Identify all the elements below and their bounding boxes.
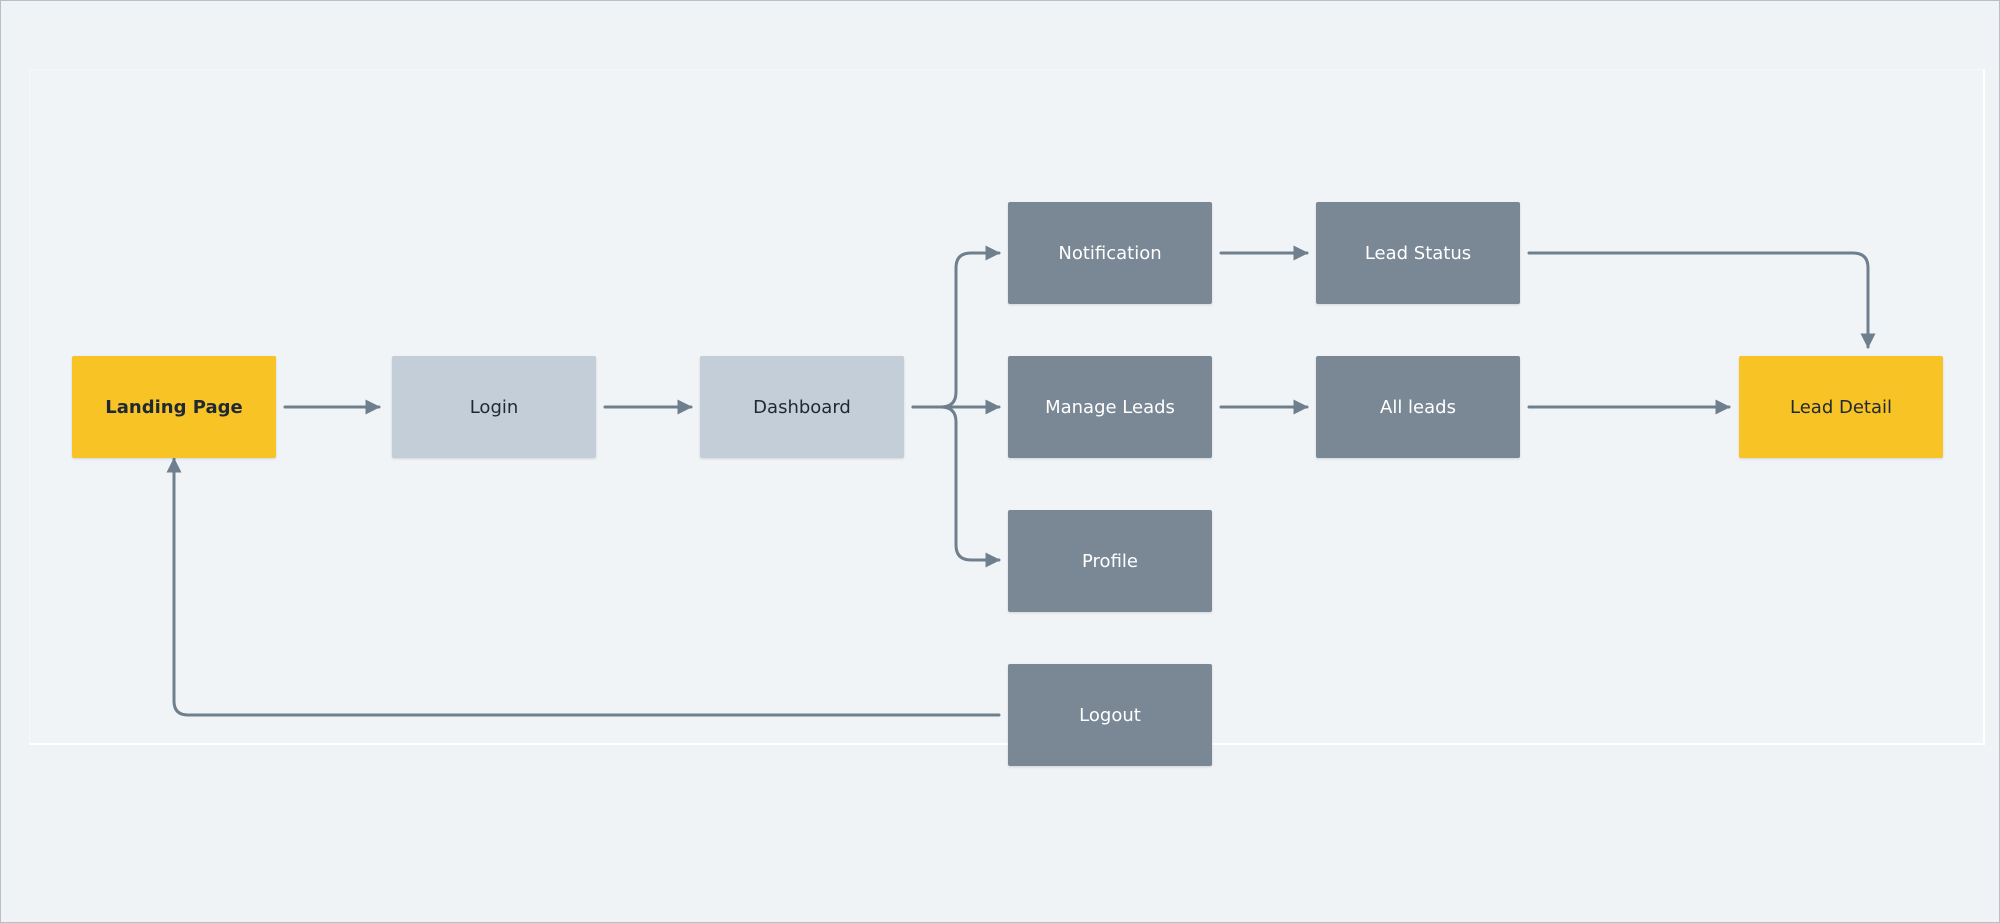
node-login-label: Login (469, 396, 519, 418)
node-landing-page-label: Landing Page (105, 396, 243, 418)
node-profile[interactable]: Profile (1008, 510, 1212, 612)
node-all-leads[interactable]: All leads (1316, 356, 1520, 458)
node-login[interactable]: Login (392, 356, 596, 458)
node-lead-detail[interactable]: Lead Detail (1739, 356, 1943, 458)
node-landing-page[interactable]: Landing Page (72, 356, 276, 458)
node-manage-leads-label: Manage Leads (1045, 396, 1175, 418)
node-profile-label: Profile (1082, 550, 1138, 572)
node-all-leads-label: All leads (1380, 396, 1456, 418)
edge-dashboard-to-notification (911, 245, 1001, 409)
node-logout[interactable]: Logout (1008, 664, 1212, 766)
node-dashboard-label: Dashboard (753, 396, 851, 418)
edge-logout-to-landing (166, 457, 1001, 717)
edge-dashboard-to-profile (911, 405, 1001, 568)
node-logout-label: Logout (1079, 704, 1141, 726)
edge-lead-status-to-lead-detail (1527, 251, 1876, 349)
node-manage-leads[interactable]: Manage Leads (1008, 356, 1212, 458)
node-lead-status-label: Lead Status (1364, 242, 1472, 264)
node-dashboard[interactable]: Dashboard (700, 356, 904, 458)
node-notification-label: Notification (1058, 242, 1162, 264)
node-notification[interactable]: Notification (1008, 202, 1212, 304)
node-lead-status[interactable]: Lead Status (1316, 202, 1520, 304)
node-lead-detail-label: Lead Detail (1790, 396, 1892, 418)
